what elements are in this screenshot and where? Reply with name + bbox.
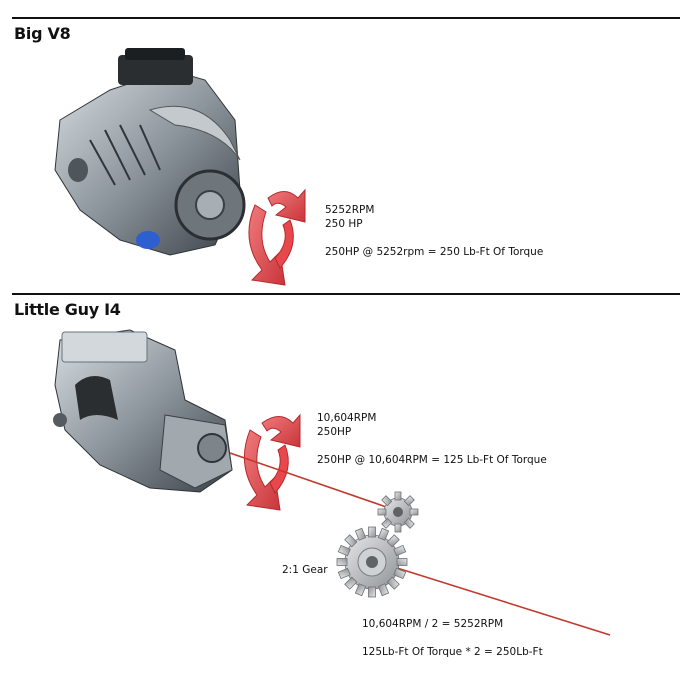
v8-rpm-text: 5252RPM: [325, 204, 375, 216]
section-title-i4: Little Guy I4: [14, 300, 121, 319]
gear-rpm-equation: 10,604RPM / 2 = 5252RPM: [362, 618, 504, 630]
v8-spec-note: 5252RPM 250 HP 250HP @ 5252rpm = 250 Lb-…: [325, 203, 543, 259]
gear-torque-equation: 125Lb-Ft Of Torque * 2 = 250Lb-Ft: [362, 646, 543, 658]
gear-icon: [377, 491, 419, 533]
i4-engine-icon: [53, 329, 233, 493]
i4-hp-text: 250HP: [317, 426, 352, 438]
top-divider: [12, 17, 680, 19]
gear-result-note: 10,604RPM / 2 = 5252RPM 125Lb-Ft Of Torq…: [362, 617, 543, 659]
section-title-v8: Big V8: [14, 24, 71, 43]
rotation-arrows-icon: [248, 188, 306, 286]
gear-icon: [336, 526, 408, 598]
middle-divider: [12, 293, 680, 295]
i4-rpm-text: 10,604RPM: [317, 412, 377, 424]
i4-spec-note: 10,604RPM 250HP 250HP @ 10,604RPM = 125 …: [317, 411, 547, 467]
v8-hp-text: 250 HP: [325, 218, 363, 230]
v8-engine-icon: [54, 48, 246, 256]
v8-torque-equation: 250HP @ 5252rpm = 250 Lb-Ft Of Torque: [325, 246, 544, 258]
output-shaft-line: [377, 561, 611, 636]
rotation-arrows-icon: [243, 413, 301, 511]
gear-ratio-label: 2:1 Gear: [282, 564, 328, 576]
i4-torque-equation: 250HP @ 10,604RPM = 125 Lb-Ft Of Torque: [317, 454, 547, 466]
input-shaft-line: [229, 452, 396, 511]
